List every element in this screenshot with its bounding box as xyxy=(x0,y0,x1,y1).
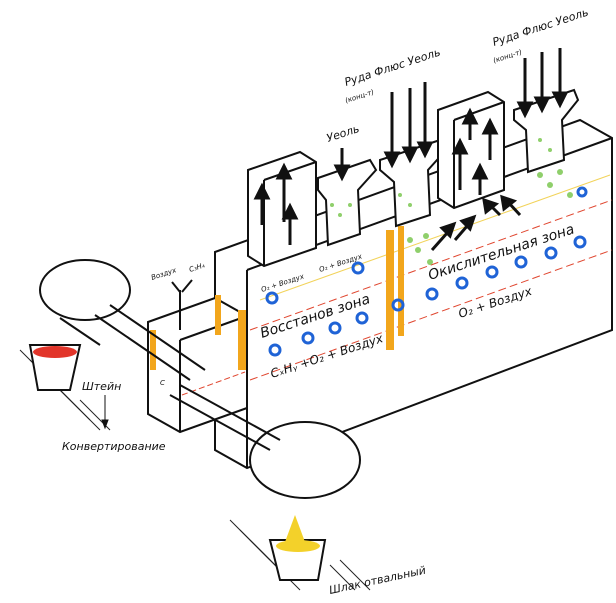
feed-arrows xyxy=(333,48,569,182)
fuel-label: C₃H₄ xyxy=(188,261,206,274)
furnace-body xyxy=(147,118,613,470)
coal-label: Уеоль xyxy=(325,122,361,145)
leader-lines xyxy=(101,395,109,430)
slag-label: Шлак отвальный xyxy=(328,564,427,597)
tap-label: C xyxy=(160,379,165,387)
refractory-columns xyxy=(150,226,404,370)
air-inlet xyxy=(171,279,193,330)
stack-2 xyxy=(437,90,505,210)
concentrate-label-2: (конц-т) xyxy=(492,48,523,65)
tuyeres xyxy=(265,186,588,357)
hopper-3 xyxy=(513,88,580,174)
gas-flow-arrows xyxy=(430,194,522,251)
ore-flux-coal-label-1: Руда Флюс Уеоль xyxy=(343,46,442,89)
gas-arrows xyxy=(253,107,499,245)
concentrate-label-1: (конц-т) xyxy=(344,88,375,105)
matte-converter xyxy=(28,259,206,391)
air-label: Воздух xyxy=(150,266,178,282)
hopper-1 xyxy=(317,158,378,247)
slag-converter xyxy=(169,384,361,581)
matte-label: Штейн xyxy=(82,380,121,393)
converting-label: Конвертирование xyxy=(62,440,166,453)
ore-flux-coal-label-2: Руда Флюс Уеоль xyxy=(491,6,590,49)
gas-bubbles xyxy=(330,138,573,265)
stack-1 xyxy=(247,150,317,268)
